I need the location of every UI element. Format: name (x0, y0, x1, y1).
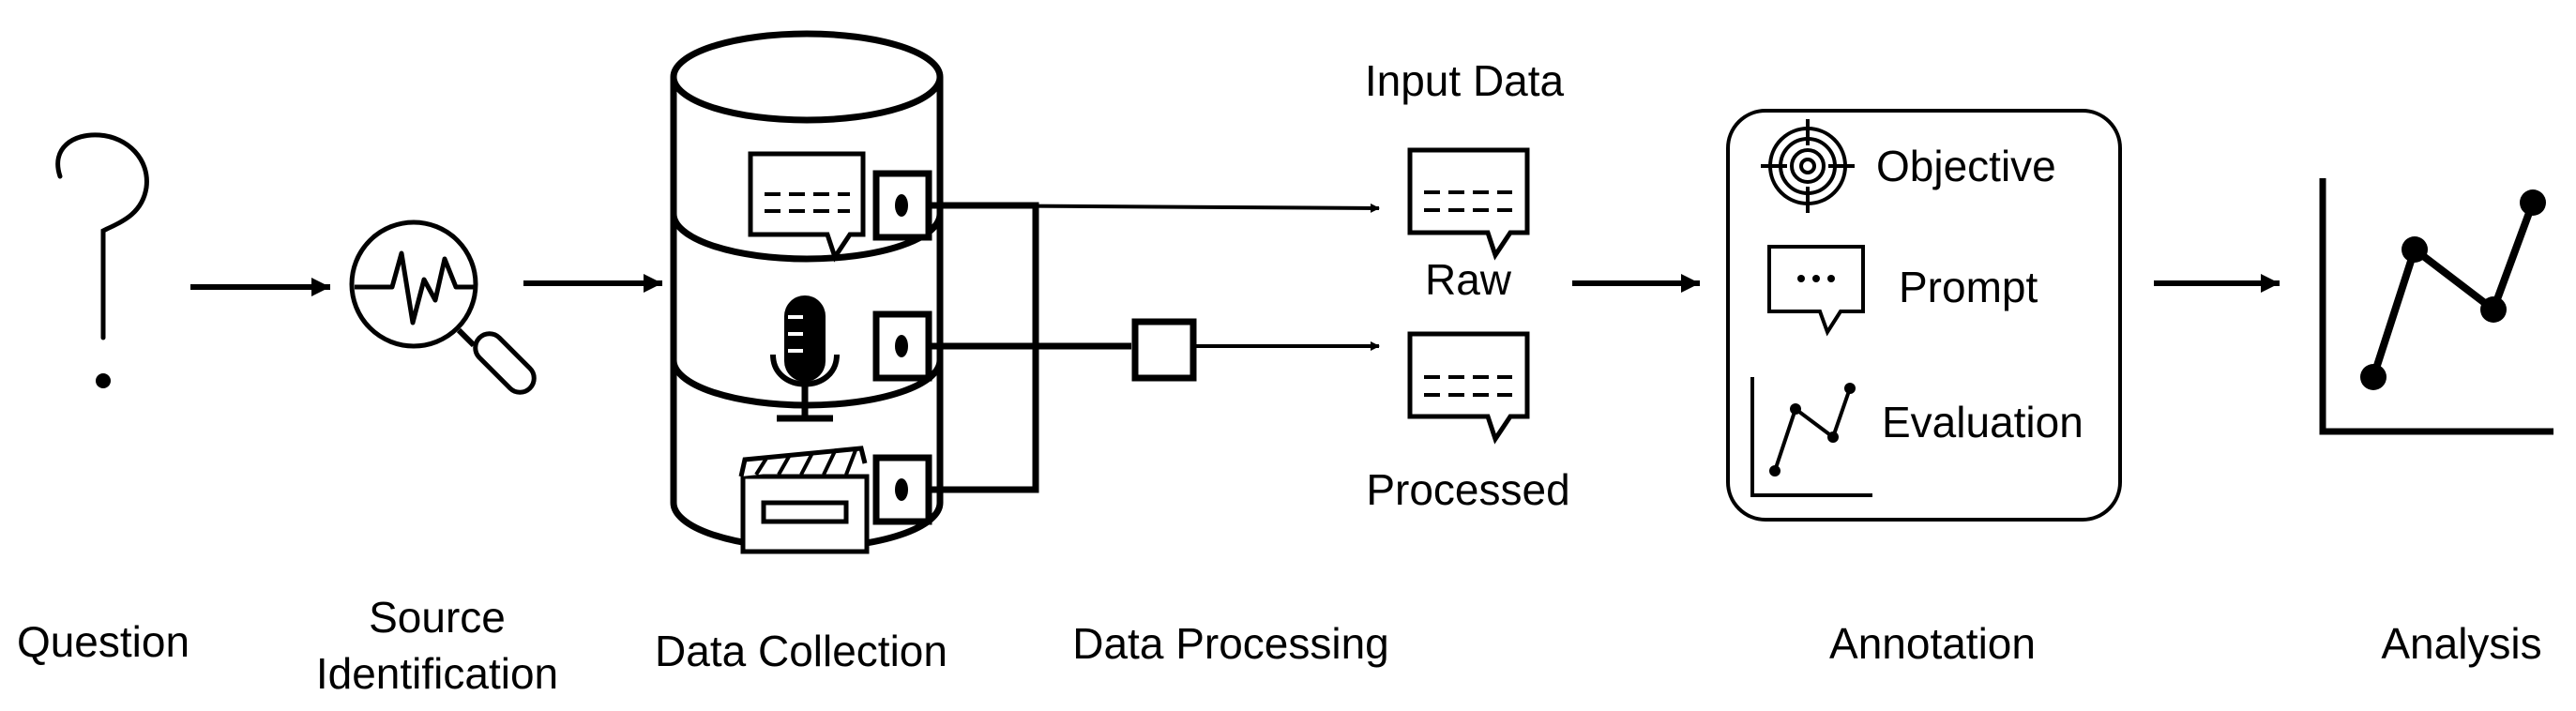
stage-label-annotation: Annotation (1829, 619, 2036, 668)
annotation-box (1726, 109, 2122, 522)
stage-label-question: Question (17, 617, 189, 666)
objective-label: Objective (1876, 142, 2056, 190)
stage-label-source-line1: Source (369, 593, 506, 642)
stage-label-source-line2: Identification (316, 649, 558, 698)
stage-label-data-processing: Data Processing (1072, 619, 1389, 668)
prompt-label: Prompt (1899, 263, 2038, 311)
arrow-to-raw (935, 203, 1380, 213)
db-output-wiring (929, 202, 1131, 493)
stage-label-data-collection: Data Collection (655, 627, 947, 675)
db-connector-ports (872, 170, 932, 525)
magnifier-waveform-icon (349, 219, 537, 395)
speech-bubble-icon (748, 151, 866, 263)
target-icon (1761, 119, 1855, 213)
line-chart-icon (1750, 377, 1872, 497)
processed-label: Processed (1366, 465, 1569, 514)
question-mark-icon (55, 132, 149, 388)
microphone-icon (770, 295, 840, 422)
processing-box (1131, 318, 1197, 382)
evaluation-label: Evaluation (1882, 398, 2084, 446)
raw-label: Raw (1425, 255, 1512, 304)
chat-bubble-ellipsis-icon (1767, 245, 1865, 337)
raw-data-bubble-icon (1407, 147, 1530, 261)
clapperboard-icon (738, 446, 870, 554)
processed-data-bubble-icon (1407, 331, 1530, 445)
analysis-line-chart-icon (2319, 178, 2553, 435)
input-data-title: Input Data (1365, 56, 1565, 105)
stage-label-analysis: Analysis (2381, 619, 2541, 668)
